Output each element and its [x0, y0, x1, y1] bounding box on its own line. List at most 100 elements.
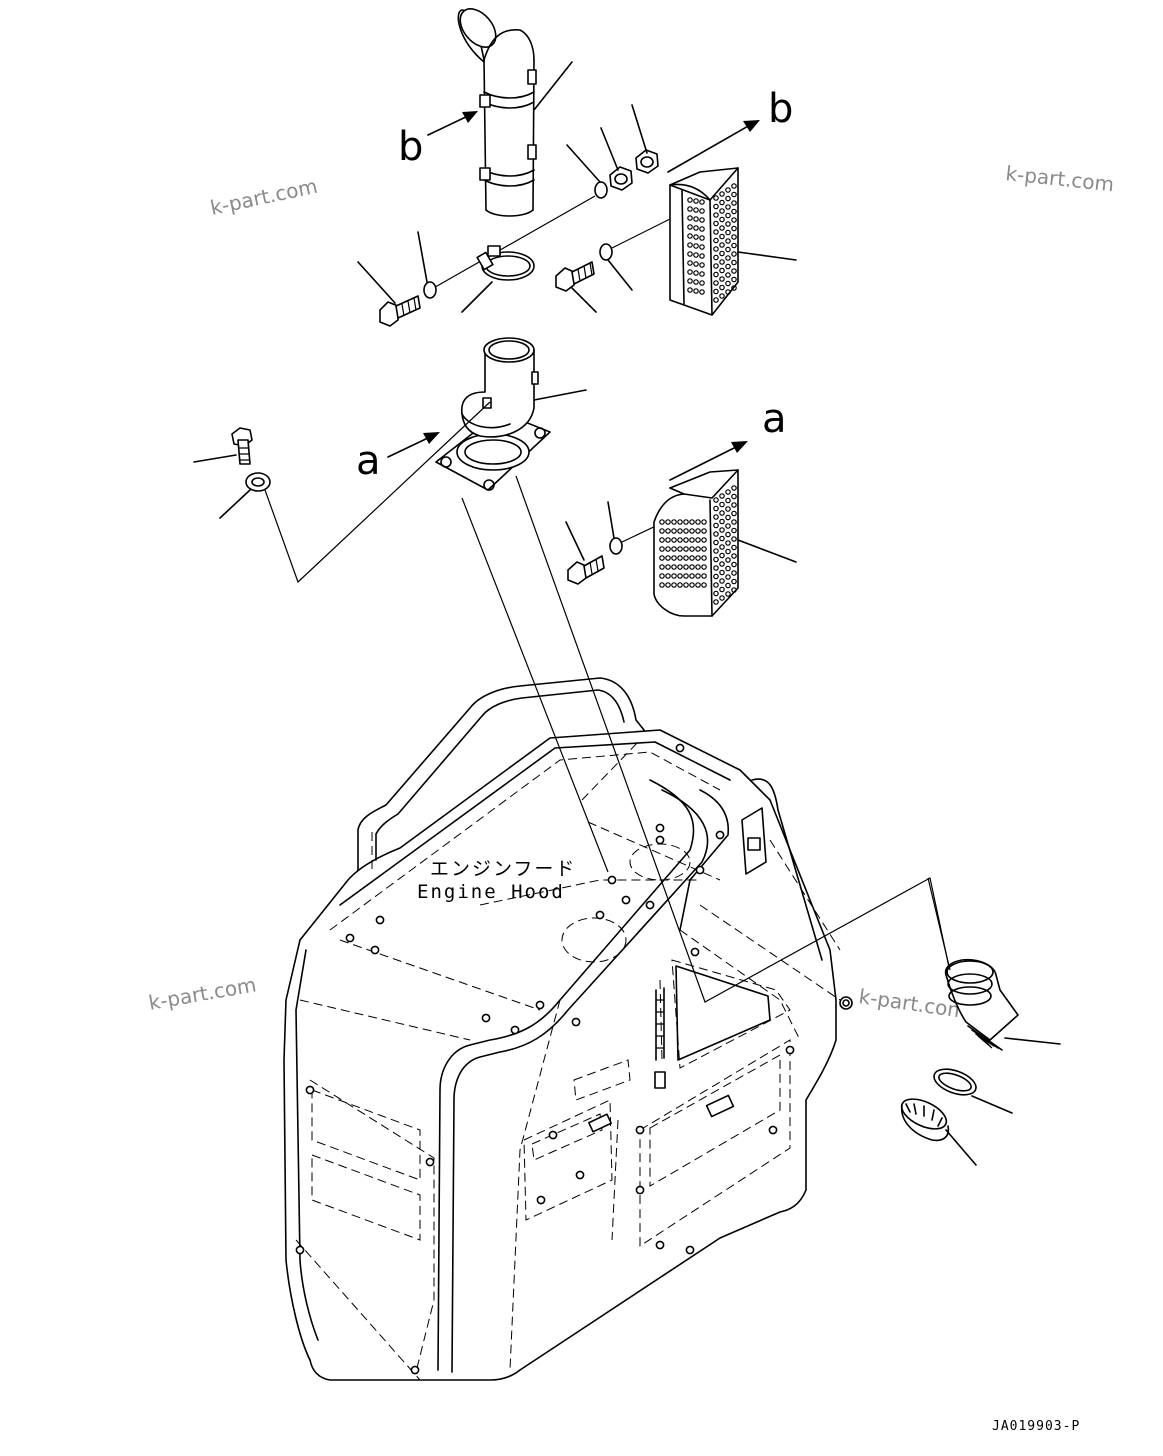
perforation-hole — [677, 582, 683, 588]
perforation-hole — [731, 225, 737, 232]
hood-bolt — [607, 875, 617, 885]
view-label-a-right: a — [762, 396, 787, 442]
perforation-hole — [687, 215, 693, 221]
perforation-hole — [695, 546, 701, 552]
perforation-hole — [713, 531, 719, 537]
perforation-hole — [719, 510, 725, 516]
perforation-hole — [725, 497, 731, 504]
perforation-hole — [677, 555, 683, 561]
hood-bolt — [695, 865, 705, 875]
perforation-hole — [713, 599, 719, 605]
perforation-hole — [731, 208, 737, 215]
perforation-hole — [701, 573, 707, 579]
perforation-hole — [725, 489, 731, 495]
leader-washer-lower-cover — [607, 501, 615, 539]
perforation-hole — [719, 561, 725, 567]
perforation-hole — [689, 555, 695, 561]
perforation-hole — [683, 555, 689, 561]
perforation-hole — [731, 519, 737, 525]
perforation-hole — [695, 537, 701, 543]
leader-adapter — [533, 389, 587, 401]
view-arrow-b-right: b — [667, 86, 793, 173]
perforation-hole — [713, 220, 719, 227]
view-label-b-left: b — [398, 124, 423, 170]
perforation-hole — [693, 261, 699, 267]
hood-bolt — [715, 830, 725, 840]
perforation-hole — [693, 270, 699, 276]
perforation-hole — [687, 278, 693, 284]
perforation-hole — [725, 195, 731, 202]
perforation-hole — [731, 493, 737, 500]
perforation-hole — [725, 557, 731, 563]
perforation-hole — [659, 546, 665, 552]
perforation-hole — [719, 535, 725, 542]
hood-bolt — [536, 1195, 546, 1205]
perforation-hole — [725, 506, 731, 512]
perforation-hole — [725, 540, 731, 546]
perforation-hole — [719, 293, 725, 299]
perforation-hole — [689, 546, 695, 552]
perforation-hole — [725, 574, 731, 580]
perforation-hole — [665, 546, 671, 552]
assembly-line-washer — [429, 195, 596, 291]
hood-bolt — [635, 1125, 645, 1135]
perforation-hole — [731, 587, 737, 593]
hood-bolt — [575, 1170, 585, 1180]
perforation-hole — [713, 297, 719, 303]
perforation-hole — [699, 208, 705, 214]
perforation-hole — [719, 544, 725, 550]
perforation-hole — [719, 250, 725, 257]
hose-clamp-nut — [900, 1098, 950, 1142]
perforation-hole — [713, 539, 719, 546]
perforation-hole — [725, 523, 731, 529]
perforation-hole — [693, 198, 699, 204]
perforation-hole — [719, 199, 725, 206]
perforation-hole — [689, 564, 695, 570]
perforation-hole — [719, 493, 725, 499]
perforation-hole — [719, 233, 725, 240]
watermark-mid-left: k-part.com — [147, 972, 258, 1015]
hood-bolt — [655, 1240, 665, 1250]
perforation-hole — [725, 221, 731, 227]
perforation-hole — [725, 246, 731, 253]
perforation-hole — [725, 582, 731, 589]
perforation-hole — [665, 573, 671, 579]
bolt-adapter — [231, 427, 253, 465]
assembly-line-upper-cover — [611, 214, 679, 249]
perforation-hole — [731, 570, 737, 576]
perforation-hole — [725, 204, 731, 210]
leader-bolt-upper-cover — [571, 287, 597, 313]
perforation-hole — [695, 528, 701, 534]
perforation-hole — [677, 519, 683, 525]
hood-bolt — [410, 1365, 420, 1375]
perforation-hole — [725, 280, 731, 287]
perforation-hole — [659, 582, 665, 588]
perforation-hole — [693, 216, 699, 222]
perforation-hole — [671, 555, 677, 561]
washer-clamp — [423, 281, 437, 299]
perforation-hole — [693, 243, 699, 249]
perforation-hole — [719, 578, 725, 584]
leader-lower-cover — [737, 539, 797, 563]
perforation-hole — [665, 582, 671, 588]
perforation-hole — [671, 537, 677, 543]
perforation-hole — [665, 528, 671, 534]
perforation-hole — [695, 564, 701, 570]
perforation-hole — [699, 235, 705, 241]
perforation-hole — [693, 225, 699, 231]
bolt-clamp — [379, 295, 421, 327]
perforation-hole — [731, 191, 737, 198]
perforation-hole — [719, 208, 725, 214]
perforation-hole — [699, 280, 705, 286]
perforation-hole — [719, 267, 725, 274]
perforation-hole — [687, 260, 693, 266]
leader-air-elbow — [1004, 1037, 1061, 1045]
perforation-hole — [701, 519, 707, 525]
perforation-hole — [683, 519, 689, 525]
perforation-hole — [699, 262, 705, 268]
washer-upper-cover — [599, 243, 613, 261]
perforation-hole — [719, 284, 725, 291]
perforation-hole — [719, 595, 725, 601]
perforation-hole — [725, 289, 731, 295]
perforation-hole — [725, 548, 731, 555]
